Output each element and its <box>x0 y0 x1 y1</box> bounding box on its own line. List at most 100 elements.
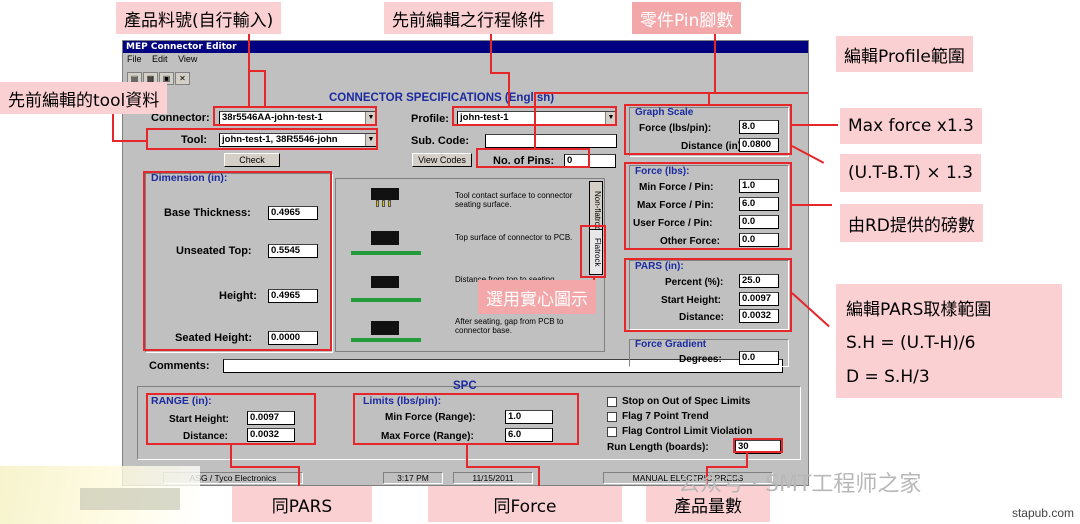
seated-height-input[interactable]: 0.0000 <box>268 331 318 345</box>
highlight-range <box>146 393 316 445</box>
callout-same-force: 同Force <box>428 486 622 522</box>
gradient-heading: Force Gradient <box>635 339 707 350</box>
connector-image-2 <box>371 231 399 245</box>
stop-out-of-spec-label: Stop on Out of Spec Limits <box>622 396 751 407</box>
callout-same-pars: 同PARS <box>232 486 372 522</box>
arrow-line <box>248 70 266 72</box>
arrow-line <box>706 466 708 486</box>
profile-value: john-test-1 <box>460 112 509 123</box>
height-label: Height: <box>219 290 257 302</box>
callout-qty: 產品量數 <box>646 486 770 522</box>
arrow-line <box>534 92 536 148</box>
subcode-input[interactable] <box>485 134 617 148</box>
tab-flatrock[interactable]: Flatrock <box>589 229 603 275</box>
highlight-tool <box>146 128 378 150</box>
flag-7-point-label: Flag 7 Point Trend <box>622 411 709 422</box>
graph-scale-group <box>629 107 789 157</box>
chevron-down-icon[interactable]: ▼ <box>605 112 616 124</box>
arrow-line <box>792 124 838 126</box>
pin-shape <box>388 200 391 207</box>
chevron-down-icon[interactable]: ▼ <box>365 112 376 124</box>
pars-start-label: Start Height: <box>661 295 721 306</box>
pins-label: No. of Pins: <box>493 155 555 167</box>
status-date: 11/15/2011 <box>453 472 533 484</box>
diagram-note-2: Top surface of connector to PCB. <box>455 233 573 242</box>
graph-scale-heading: Graph Scale <box>635 107 694 118</box>
pars-group <box>629 260 789 330</box>
callout-part-no: 產品料號(自行輸入) <box>116 2 282 34</box>
gradient-group <box>629 339 789 367</box>
menu-view[interactable]: View <box>178 54 198 64</box>
arrow-line <box>112 140 146 142</box>
highlight-connector <box>213 106 377 126</box>
pars-start-input[interactable]: 0.0097 <box>739 292 779 306</box>
menu-file[interactable]: File <box>127 54 142 64</box>
limit-max-input[interactable]: 6.0 <box>505 428 553 442</box>
base-thickness-input[interactable]: 0.4965 <box>268 206 318 220</box>
flag-7-point-checkbox[interactable] <box>607 412 617 422</box>
max-force-input[interactable]: 6.0 <box>739 197 779 211</box>
arrow-line <box>746 453 748 467</box>
tool-combo[interactable]: john-test-1, 38R5546-john ▼ <box>219 133 377 147</box>
mep-window: MEP Connector Editor File Edit View ▤▦▣✕… <box>122 40 809 486</box>
pins-input[interactable]: 0 <box>564 154 616 168</box>
tool-label: Tool: <box>181 134 208 146</box>
tool-value: john-test-1, 38R5546-john <box>222 134 338 145</box>
callout-rd-force: 由RD提供的磅數 <box>840 204 983 242</box>
pars-distance-input[interactable]: 0.0032 <box>739 309 779 323</box>
pars-edit-title: 編輯PARS取樣範圍 <box>846 299 992 320</box>
arrow-line <box>248 32 250 106</box>
chevron-down-icon[interactable]: ▼ <box>365 134 376 146</box>
unseated-top-label: Unseated Top: <box>176 245 252 257</box>
degrees-label: Degrees: <box>679 354 722 365</box>
arrow-line <box>230 445 232 467</box>
other-force-input[interactable]: 0.0 <box>739 233 779 247</box>
stop-out-of-spec-checkbox[interactable] <box>607 397 617 407</box>
graph-distance-input[interactable]: 0.0800 <box>739 138 779 152</box>
highlight-pins <box>476 148 590 168</box>
force-heading: Force (lbs): <box>635 166 690 177</box>
toolbar: ▤▦▣✕ <box>127 68 191 85</box>
graph-force-label: Force (lbs/pin): <box>639 123 712 134</box>
dimension-heading: Dimension (in): <box>151 172 228 184</box>
connector-image-3 <box>371 276 399 288</box>
limit-min-label: Min Force (Range): <box>385 412 476 423</box>
comments-label: Comments: <box>149 360 210 372</box>
flag-control-limit-checkbox[interactable] <box>607 427 617 437</box>
limit-max-label: Max Force (Range): <box>381 431 474 442</box>
user-force-label: User Force / Pin: <box>633 218 713 229</box>
arrow-line <box>708 92 808 94</box>
pars-percent-input[interactable]: 25.0 <box>739 274 779 288</box>
graph-distance-label: Distance (in): <box>681 141 745 152</box>
view-codes-button[interactable]: View Codes <box>412 153 472 167</box>
graph-force-input[interactable]: 8.0 <box>739 120 779 134</box>
menu-edit[interactable]: Edit <box>152 54 168 64</box>
status-mode: MANUAL ELECTRIC PRESS <box>603 472 773 484</box>
callout-max-force: Max force x1.3 <box>840 108 982 144</box>
user-force-input[interactable]: 0.0 <box>739 215 779 229</box>
site-label: stapub.com <box>1011 506 1074 520</box>
connector-image-4 <box>371 321 399 335</box>
close-icon[interactable]: ✕ <box>175 72 190 85</box>
unseated-top-input[interactable]: 0.5545 <box>268 244 318 258</box>
arrow-line <box>466 445 468 467</box>
highlight-flatrock <box>580 225 606 278</box>
range-distance-input[interactable]: 0.0032 <box>247 428 295 442</box>
arrow-line <box>298 466 300 486</box>
pcb-shape <box>351 251 421 255</box>
connector-label: Connector: <box>151 112 210 124</box>
height-input[interactable]: 0.4965 <box>268 289 318 303</box>
callout-choose-solid: 選用實心圖示 <box>478 280 596 314</box>
range-start-label: Start Height: <box>169 414 229 425</box>
connector-image-1 <box>371 188 399 200</box>
sh-formula: S.H = (U.T-H)/6 <box>846 333 976 354</box>
check-button[interactable]: Check <box>224 153 280 167</box>
subcode-label: Sub. Code: <box>411 135 470 147</box>
limit-min-input[interactable]: 1.0 <box>505 410 553 424</box>
run-length-input[interactable]: 30 <box>735 440 781 454</box>
arrow-line <box>508 72 510 106</box>
min-force-input[interactable]: 1.0 <box>739 179 779 193</box>
pcb-shape <box>351 338 421 342</box>
degrees-input[interactable]: 0.0 <box>739 351 779 365</box>
range-start-input[interactable]: 0.0097 <box>247 411 295 425</box>
